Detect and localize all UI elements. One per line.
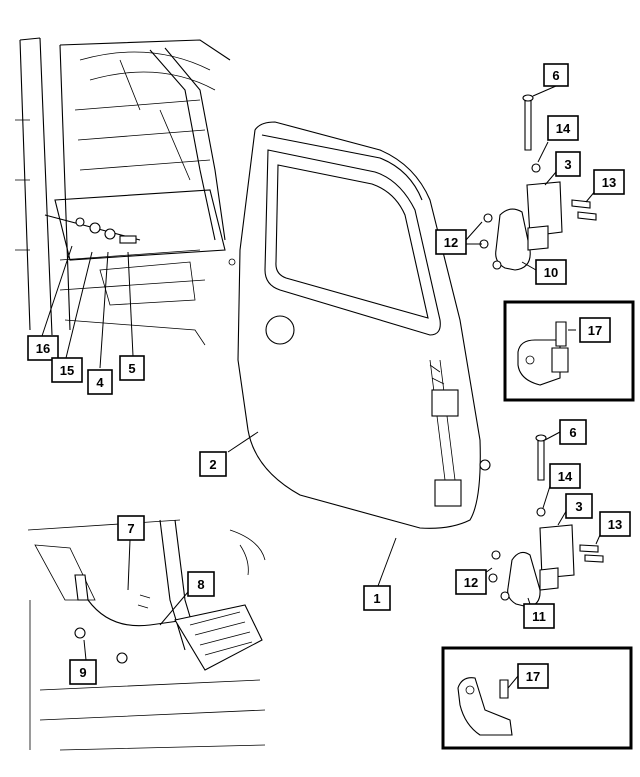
callout-label: 17: [588, 323, 602, 338]
hinge-detail-inset-lower: [441, 646, 633, 750]
callout-label: 14: [556, 121, 571, 136]
callout-label: 14: [558, 469, 573, 484]
callout-3-lower: 3: [565, 493, 593, 519]
door-panel: [228, 121, 491, 529]
callout-label: 7: [127, 521, 134, 536]
callout-8: 8: [187, 571, 215, 597]
callout-9: 9: [69, 659, 97, 685]
callout-12-upper: 12: [435, 229, 467, 255]
callout-14-upper: 14: [547, 115, 579, 141]
callout-3-upper: 3: [555, 151, 581, 177]
callout-1: 1: [363, 585, 391, 611]
lower-hinge-assembly: [488, 434, 604, 608]
callout-label: 12: [444, 235, 458, 250]
callout-2: 2: [199, 451, 227, 477]
hinge-detail-inset-upper: [503, 300, 635, 402]
callout-11: 11: [523, 603, 555, 629]
callout-label: 6: [569, 425, 576, 440]
callout-label: 4: [96, 375, 104, 390]
callout-14-lower: 14: [549, 463, 581, 489]
callout-label: 5: [128, 361, 135, 376]
callout-6-lower: 6: [559, 419, 587, 445]
door-sill-view: [27, 519, 266, 751]
callout-label: 8: [197, 577, 204, 592]
callout-label: 10: [544, 265, 558, 280]
callout-7: 7: [117, 515, 145, 541]
upper-hinge-assembly: [479, 94, 597, 271]
callout-17-upper: 17: [579, 317, 611, 343]
callout-10: 10: [535, 259, 567, 285]
callout-label: 13: [608, 517, 622, 532]
callout-label: 11: [532, 609, 546, 624]
callout-4: 4: [87, 369, 113, 395]
body-pillar-view: [15, 37, 231, 346]
callout-5: 5: [119, 355, 145, 381]
leader-lines: [41, 85, 605, 689]
callout-label: 3: [575, 499, 582, 514]
callout-label: 15: [60, 363, 74, 378]
callout-label: 13: [602, 175, 616, 190]
callout-label: 9: [79, 665, 86, 680]
callout-label: 6: [552, 68, 559, 83]
callout-6-upper: 6: [543, 63, 569, 87]
callout-12-lower: 12: [455, 569, 487, 595]
callout-label: 12: [464, 575, 478, 590]
callout-label: 16: [36, 341, 50, 356]
callout-label: 3: [564, 157, 571, 172]
callout-13-lower: 13: [599, 511, 631, 537]
callout-16: 16: [27, 335, 59, 361]
callout-13-upper: 13: [593, 169, 625, 195]
callout-15: 15: [51, 357, 83, 383]
callout-label: 17: [526, 669, 540, 684]
callout-label: 2: [209, 457, 216, 472]
callout-label: 1: [373, 591, 380, 606]
callout-17-lower: 17: [517, 663, 549, 689]
